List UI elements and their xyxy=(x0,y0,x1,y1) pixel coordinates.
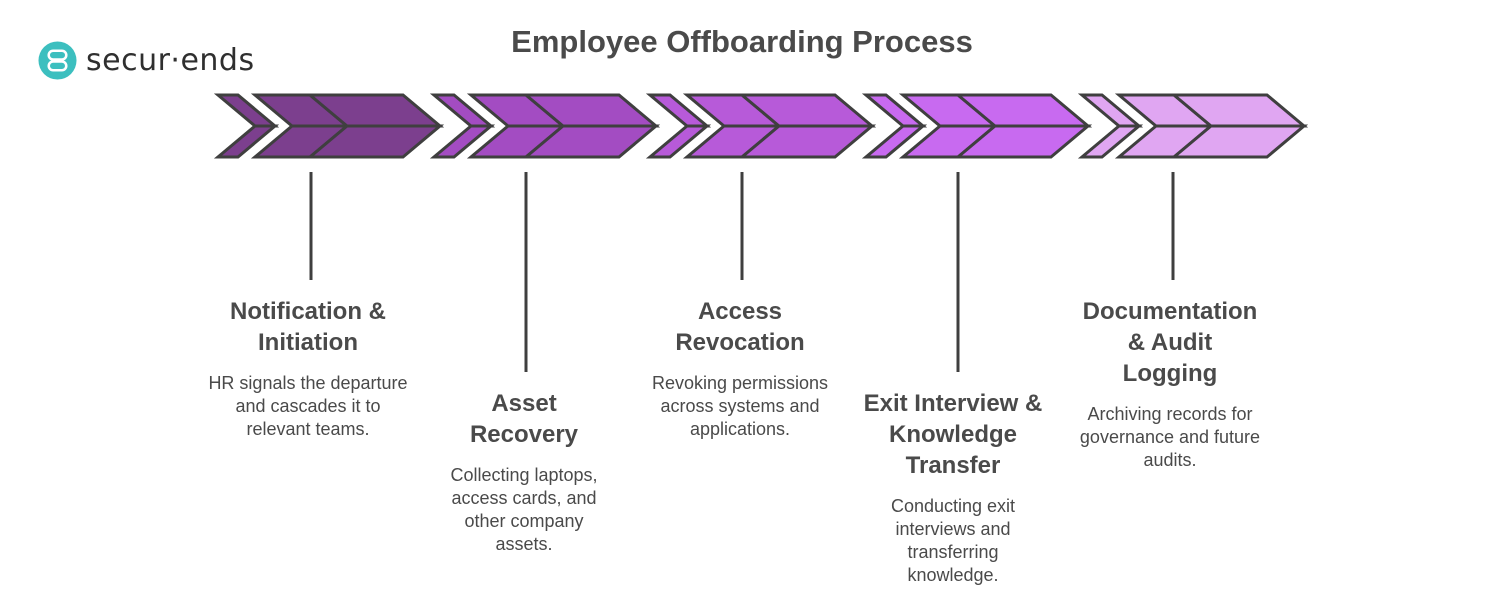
chevron-lower-half xyxy=(645,124,712,159)
step-heading: Exit Interview & Knowledge Transfer xyxy=(863,390,1043,479)
step-asset-recovery: Asset Recovery Collecting laptops, acces… xyxy=(424,388,624,556)
chevron-lower-half xyxy=(521,124,661,159)
step-description: Conducting exit interviews and transferr… xyxy=(890,496,1016,585)
step-chevron-group xyxy=(213,93,445,159)
chevron-lower-half xyxy=(1169,124,1309,159)
chevron-lower-half xyxy=(213,124,280,159)
step-chevron-group xyxy=(645,93,877,159)
step-heading: Access Revocation xyxy=(675,298,805,356)
step-description: Collecting laptops, access cards, and ot… xyxy=(450,465,598,554)
chevron-lower-half xyxy=(305,124,445,159)
page-title: Employee Offboarding Process xyxy=(511,24,973,59)
chevron-lower-half xyxy=(953,124,1093,159)
chevron-lower-half xyxy=(737,124,877,159)
step-exit-interview-knowledge-transfer: Exit Interview & Knowledge Transfer Cond… xyxy=(853,388,1053,587)
step-description: Archiving records for governance and fut… xyxy=(1079,404,1261,470)
chevron-lower-half xyxy=(1077,124,1144,159)
step-description: Revoking permissions across systems and … xyxy=(651,373,829,439)
step-documentation-audit-logging: Documentation & Audit Logging Archiving … xyxy=(1070,296,1270,472)
step-heading: Documentation & Audit Logging xyxy=(1082,298,1258,387)
step-chevron-group xyxy=(1077,93,1309,159)
step-description: HR signals the departure and cascades it… xyxy=(208,373,408,439)
step-chevron-group xyxy=(861,93,1093,159)
brand-name: secur·ends xyxy=(86,42,255,78)
chevron-lower-half xyxy=(861,124,928,159)
step-heading: Asset Recovery xyxy=(469,390,579,448)
chevron-lower-half xyxy=(429,124,496,159)
securends-logo-icon xyxy=(38,40,77,80)
step-heading: Notification & Initiation xyxy=(230,298,386,356)
step-access-revocation: Access Revocation Revoking permissions a… xyxy=(640,296,840,441)
company-logo: secur·ends xyxy=(38,40,255,80)
step-notification-initiation: Notification & Initiation HR signals the… xyxy=(208,296,408,441)
step-chevron-group xyxy=(429,93,661,159)
